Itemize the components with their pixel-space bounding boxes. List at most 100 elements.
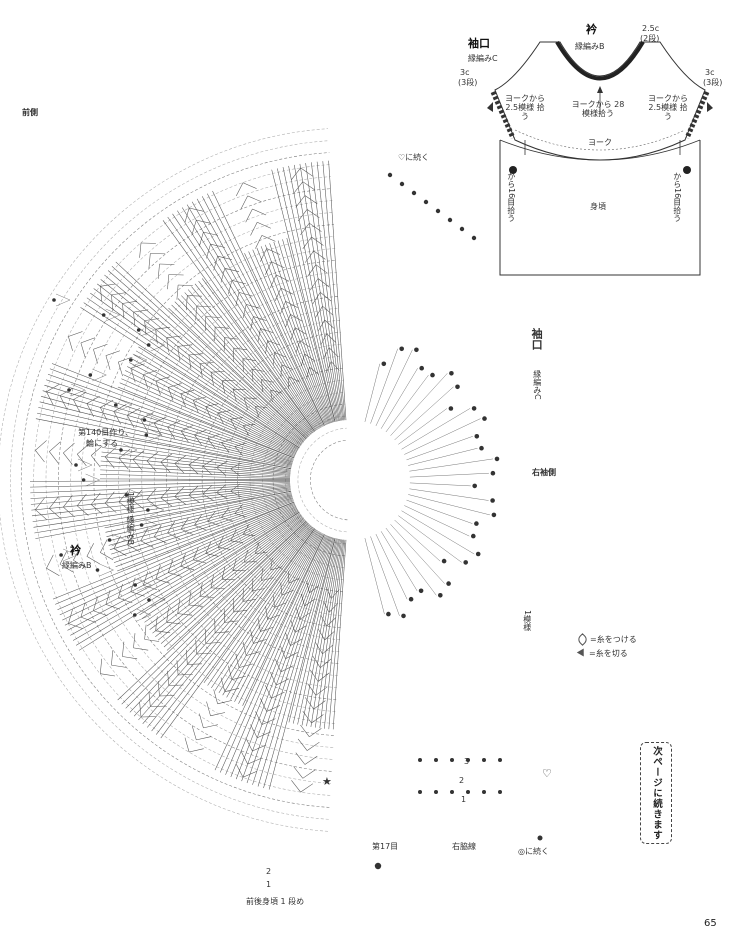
chart-stitch: [302, 236, 312, 249]
chart-stitch: [166, 337, 169, 353]
chart-stitch: [300, 783, 314, 793]
chart-stitch: [230, 491, 242, 498]
chart-stitch: [35, 490, 292, 539]
chart-stitch: [86, 395, 100, 404]
chart-stitch: [195, 639, 197, 655]
chart-stitch: [291, 780, 301, 793]
chart-stitch: [210, 574, 214, 588]
chart-stitch: [217, 700, 233, 705]
chart-stitch: [309, 222, 322, 232]
chart-stitch: [288, 571, 290, 584]
chart-stitch: [63, 452, 73, 465]
chart-collar: 衿: [70, 544, 81, 557]
chart-stitch: [148, 434, 163, 442]
chart-stitch: [29, 480, 291, 482]
chart-stitch: [253, 316, 267, 321]
chart-stitch: [201, 196, 323, 427]
chart-picot: [479, 445, 484, 451]
chart-stitch: [167, 670, 170, 686]
chart-round: [20, 152, 330, 808]
chart-picot: [133, 583, 137, 587]
chart-stitch: [127, 544, 141, 552]
chart-stitch: [105, 590, 111, 605]
chart-stitch: [100, 283, 116, 287]
chart-stitch: [148, 691, 151, 707]
chart-stitch: [324, 630, 335, 641]
chart-stitch: [104, 433, 292, 470]
chart-stitch: [276, 274, 290, 282]
chart-stitch: [127, 408, 141, 416]
chart-stitch: [194, 434, 203, 446]
chart-stitch: [133, 524, 310, 717]
chart-stitch: [230, 535, 328, 778]
chart-stitch: [105, 308, 120, 316]
chart-stitch: [99, 563, 114, 571]
chart-stitch: [242, 304, 247, 319]
chart-stitch: [302, 181, 316, 191]
chart-stitch: [118, 501, 131, 512]
chart-stitch: [364, 363, 380, 422]
chart-stitch: [230, 419, 237, 431]
chart-stitch: [280, 364, 283, 378]
chart-stitch: [93, 610, 108, 617]
chart-stitch: [101, 451, 291, 474]
chart-stitch: [118, 458, 129, 470]
chart-stitch: [211, 529, 317, 689]
chart-stitch: [85, 479, 100, 487]
chart-stitch: [35, 509, 47, 520]
chart-stitch: [194, 514, 203, 526]
chart-picot: [471, 406, 477, 411]
chart-stitch: [280, 665, 294, 673]
chart-stitch: [301, 593, 305, 607]
chart-stitch: [198, 280, 314, 433]
chart-stitch: [221, 517, 234, 522]
chart-stitch: [46, 379, 294, 462]
chart-stitch: [146, 488, 157, 500]
chart-stitch: [128, 494, 143, 502]
chart-stitch: [274, 602, 287, 608]
schematic-right-pick: ヨークから 2.5模様 拾う: [648, 94, 688, 122]
chart-stitch: [140, 329, 155, 337]
chart-picot: [129, 358, 133, 362]
chart-stitch: [252, 588, 265, 592]
chart-stitch: [86, 556, 100, 565]
chart-stitch: [68, 609, 73, 624]
attach-yarn-icon: [576, 633, 589, 646]
chart-stitch: [118, 597, 133, 604]
chart-picot: [411, 190, 417, 196]
chart-row-num-1: 1: [461, 795, 467, 804]
chart-round: [70, 200, 333, 760]
chart-stitch: [194, 524, 207, 531]
chart-stitch: [224, 337, 239, 340]
chart-stitch: [401, 408, 471, 450]
chart-stitch: [248, 251, 326, 426]
chart-stitch: [245, 737, 253, 752]
chart-stitch: [188, 604, 203, 607]
chart-picot: [408, 596, 414, 602]
chart-stitch: [172, 213, 317, 431]
chart-picot: [463, 560, 469, 565]
chart-stitch: [261, 379, 274, 383]
chart-stitch: [195, 305, 197, 321]
chart-stitch: [77, 464, 93, 472]
chart-stitch: [122, 641, 125, 657]
chart-picot: [136, 328, 141, 332]
chart-stitch: [105, 604, 120, 610]
chart-stitch: [207, 433, 220, 439]
chart-stitch: [137, 578, 152, 586]
chart-stitch: [118, 490, 129, 502]
chart-stitch: [118, 361, 123, 377]
chart-stitch: [282, 239, 335, 423]
chart-stitch: [180, 517, 189, 530]
chart-stitch: [305, 163, 342, 421]
chart-stitch: [153, 524, 162, 538]
chart-picot-dots: [52, 172, 543, 870]
chart-stitch: [181, 295, 310, 436]
chart-stitch: [210, 587, 225, 589]
chart-stitch: [30, 482, 291, 494]
chart-stitch: [143, 585, 158, 591]
chart-stitch: [216, 467, 227, 476]
chart-stitch: [177, 613, 192, 616]
garment-schematic: [487, 40, 713, 276]
chart-stitch: [301, 353, 305, 367]
